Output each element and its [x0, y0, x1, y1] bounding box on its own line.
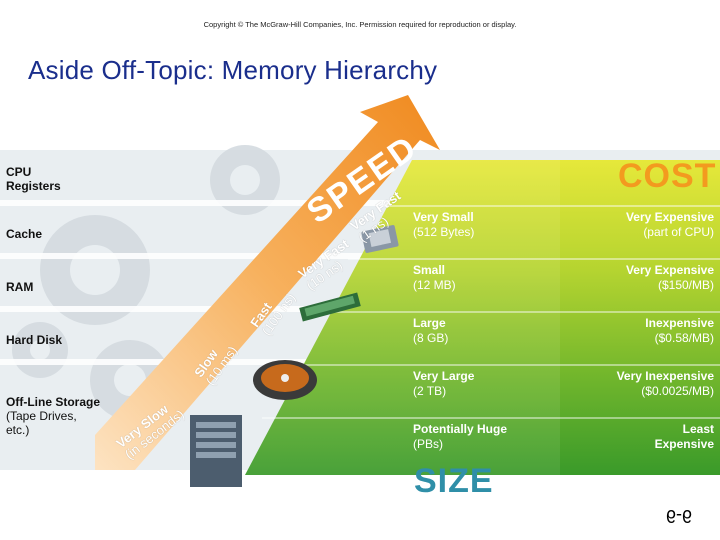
level-label-hard-disk: Hard Disk — [6, 333, 63, 347]
size-label-registers: Very Small(512 Bytes) — [413, 210, 475, 239]
level-label-offline-storage: Off-Line Storage (Tape Drives, etc.) — [6, 395, 101, 437]
level-label-ram: RAM — [6, 280, 34, 294]
size-label-hard-disk: Very Large(2 TB) — [413, 369, 475, 398]
cpu-icon — [361, 225, 399, 253]
size-label-offline-storage: Potentially Huge(PBs) — [413, 422, 508, 451]
cost-label-hard-disk: Very Inexpensive($0.0025/MB) — [616, 369, 714, 398]
pyramid-shade — [245, 160, 560, 475]
ram-stick-icon — [299, 292, 361, 322]
page-number: 6-6 — [666, 506, 693, 526]
size-axis-title: SIZE — [414, 462, 494, 500]
slide-title: Aside Off-Topic: Memory Hierarchy — [28, 55, 438, 85]
copyright-notice: Copyright © The McGraw-Hill Companies, I… — [203, 20, 517, 29]
server-icon — [190, 415, 242, 487]
speed-arrow — [95, 95, 440, 470]
cost-axis-title: COST — [618, 157, 717, 195]
size-pyramid — [245, 160, 720, 475]
memory-hierarchy-diagram — [0, 95, 720, 487]
cost-label-ram: Inexpensive($0.58/MB) — [645, 316, 714, 345]
hard-disk-icon — [253, 360, 317, 400]
cost-label-registers: Very Expensive(part of CPU) — [625, 210, 714, 239]
cost-label-cache: Very Expensive($150/MB) — [625, 263, 714, 292]
size-label-cache: Small(12 MB) — [413, 263, 456, 292]
size-label-ram: Large(8 GB) — [413, 316, 449, 345]
level-label-cache: Cache — [6, 227, 43, 241]
